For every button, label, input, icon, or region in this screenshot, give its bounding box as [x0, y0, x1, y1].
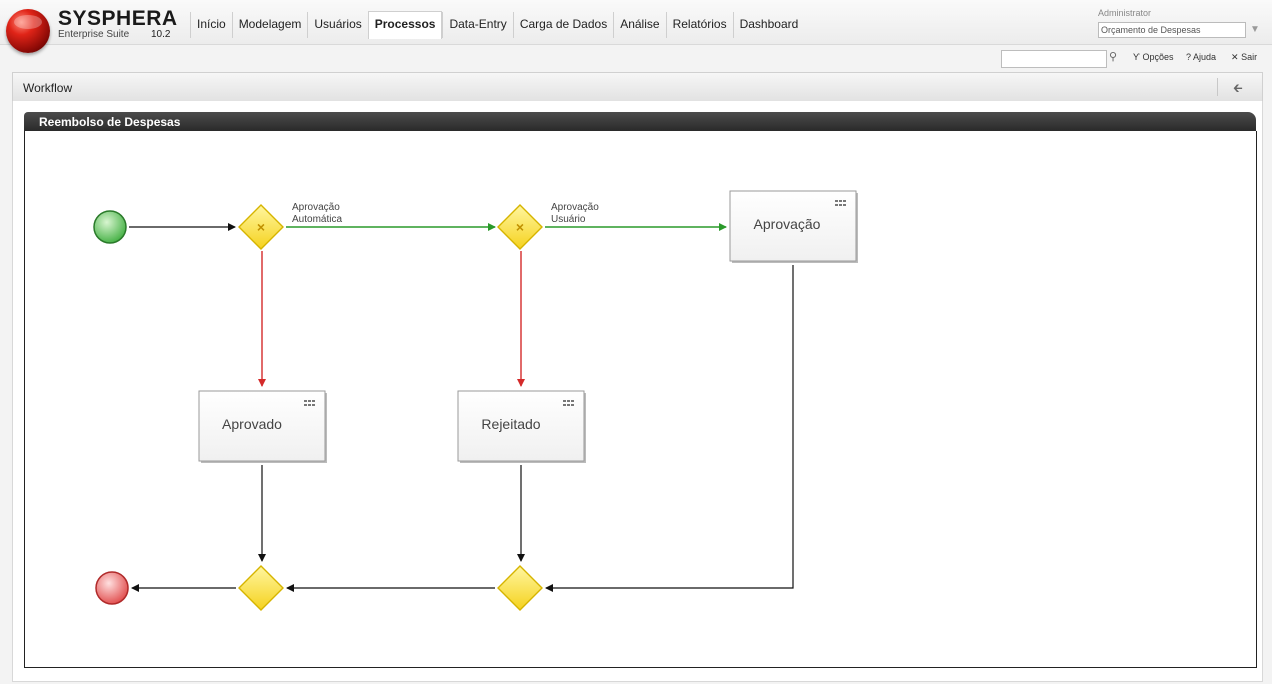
end-event[interactable]	[95, 571, 129, 605]
gateway-merge-left[interactable]	[238, 565, 284, 611]
task-approval-label: Aprovação	[754, 216, 821, 232]
nav-tab-modelagem[interactable]: Modelagem	[231, 12, 308, 38]
main-nav: Início Modelagem Usuários Processos Data…	[190, 11, 805, 39]
gateway-automatic-approval[interactable]: ×	[238, 204, 284, 250]
process-title: Reembolso de Despesas	[39, 115, 181, 129]
nav-tab-carga-de-dados[interactable]: Carga de Dados	[512, 12, 613, 38]
gateway-merge-right[interactable]	[497, 565, 543, 611]
task-grid-icon	[304, 400, 315, 406]
nav-tab-analise[interactable]: Análise	[613, 12, 665, 38]
nav-tab-dashboard[interactable]: Dashboard	[732, 12, 805, 38]
nav-tab-relatorios[interactable]: Relatórios	[665, 12, 733, 38]
search-icon[interactable]: ⚲	[1109, 51, 1118, 63]
task-approved-label: Aprovado	[222, 416, 282, 432]
task-approval[interactable]: Aprovação	[729, 190, 858, 263]
panel-title: Workflow	[23, 81, 73, 95]
brand-version: 10.2	[151, 29, 171, 40]
flow-label-auto-line2: Automática	[292, 214, 342, 225]
flow-label-user-line1: Aprovação	[551, 202, 599, 213]
help-icon: ?	[1186, 52, 1192, 62]
options-label: Opções	[1142, 52, 1174, 62]
context-select[interactable]: Orçamento de Despesas	[1098, 22, 1246, 38]
task-approved[interactable]: Aprovado	[198, 390, 327, 463]
start-event[interactable]	[93, 210, 127, 244]
chevron-down-icon[interactable]: ▼	[1250, 24, 1260, 35]
nav-tab-data-entry[interactable]: Data-Entry	[442, 12, 512, 38]
flow-approval-to-merge[interactable]	[545, 265, 794, 592]
header-divider	[1217, 78, 1218, 96]
exit-label: Sair	[1241, 52, 1258, 62]
help-label: Ajuda	[1193, 52, 1217, 62]
brand-name: SYSPHERA	[58, 7, 178, 30]
nav-tab-processos[interactable]: Processos	[367, 11, 443, 39]
workflow-panel-header: Workflow 🡰	[12, 72, 1263, 102]
exclusive-x-icon: ×	[257, 219, 265, 235]
help-button[interactable]: ? Ajuda	[1186, 52, 1216, 62]
task-rejected[interactable]: Rejeitado	[457, 390, 586, 463]
task-rejected-label: Rejeitado	[481, 416, 540, 432]
options-icon: Ƴ	[1133, 52, 1140, 62]
sysphera-logo-icon[interactable]	[6, 9, 50, 53]
process-titlebar: Reembolso de Despesas	[24, 112, 1256, 131]
brand-subtitle: Enterprise Suite	[58, 29, 130, 40]
exit-button[interactable]: ✕ Sair	[1231, 52, 1257, 63]
top-bar: SYSPHERA Enterprise Suite 10.2 Início Mo…	[0, 0, 1272, 53]
exclusive-x-icon: ×	[516, 219, 524, 235]
flow-label-user-line2: Usuário	[551, 214, 586, 225]
workflow-canvas: Aprovação Automática Aprovação Usuário ×…	[24, 131, 1257, 668]
flow-label-auto-line1: Aprovação	[292, 202, 340, 213]
back-arrow-icon[interactable]: 🡰	[1233, 81, 1243, 95]
workflow-diagram: Aprovação Automática Aprovação Usuário ×…	[93, 190, 858, 611]
search-input[interactable]	[1001, 50, 1107, 68]
gateway-user-approval[interactable]: ×	[497, 204, 543, 250]
options-button[interactable]: Ƴ Opções	[1133, 52, 1174, 62]
user-name: Administrator	[1098, 8, 1152, 18]
close-icon: ✕	[1231, 52, 1239, 62]
nav-tab-inicio[interactable]: Início	[190, 12, 232, 38]
task-grid-icon	[835, 200, 846, 206]
task-grid-icon	[563, 400, 574, 406]
nav-tab-usuarios[interactable]: Usuários	[307, 12, 367, 38]
